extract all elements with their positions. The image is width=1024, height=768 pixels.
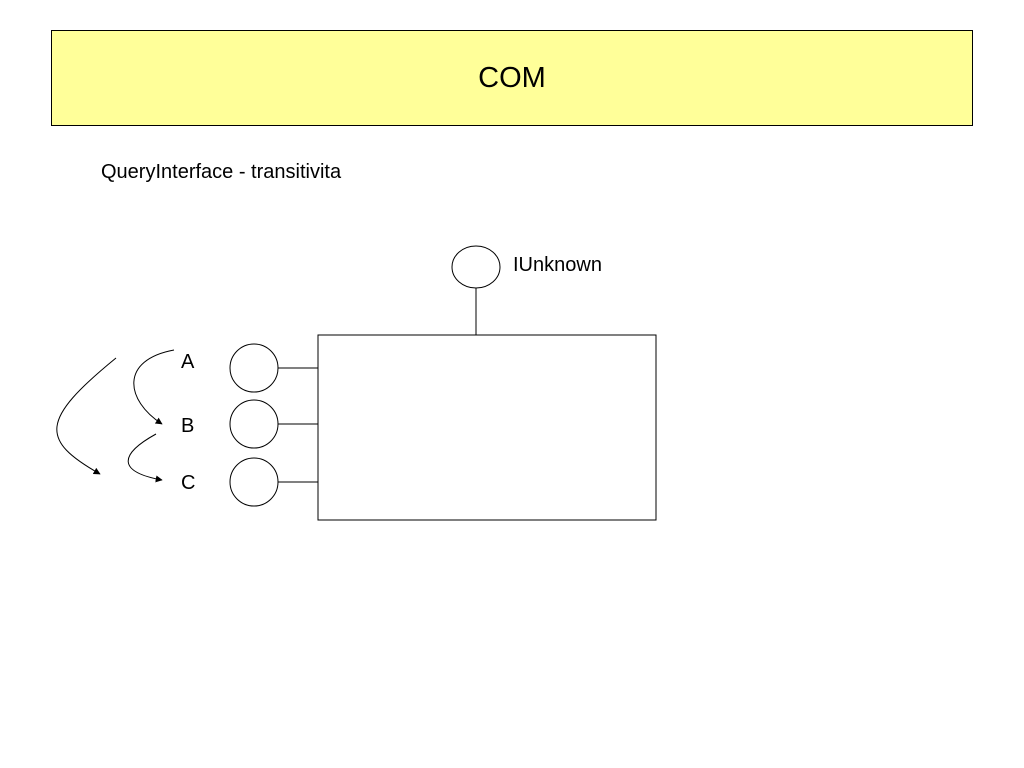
- interface-a-circle: [229, 343, 279, 393]
- iunknown-label: IUnknown: [513, 254, 602, 276]
- interface-b-circle: [229, 399, 279, 449]
- interface-c-circle: [229, 457, 279, 507]
- title-box: COM: [51, 30, 973, 126]
- interface-b-label: B: [181, 415, 194, 437]
- interface-c-label: C: [181, 472, 195, 494]
- arrow-b-to-c: [127, 433, 163, 483]
- slide-title: COM: [478, 61, 546, 94]
- slide-subtitle: QueryInterface - transitivita: [101, 161, 342, 183]
- interface-a-label: A: [181, 351, 195, 373]
- arrow-a-to-b: [133, 349, 175, 425]
- iunknown-circle: [451, 245, 501, 289]
- arrow-a-to-c: [56, 357, 117, 475]
- component-box: [317, 334, 657, 521]
